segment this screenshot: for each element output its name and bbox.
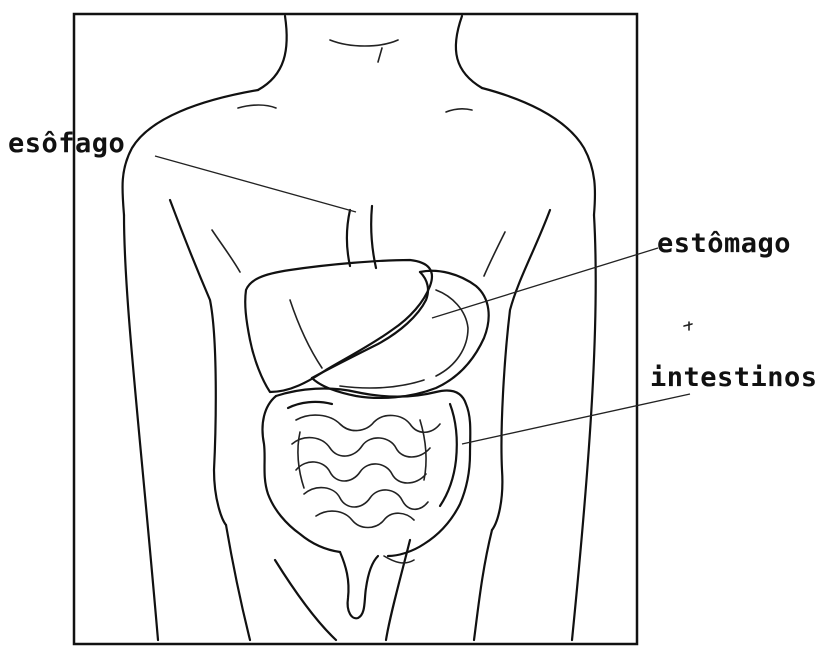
- label-intestines: intestinos: [650, 362, 818, 393]
- leader-line-intestines: [462, 394, 690, 444]
- esophagus-drawing: [347, 206, 376, 268]
- figure-frame: [74, 14, 637, 644]
- label-esophagus: esôfago: [8, 128, 125, 159]
- stomach-drawing: [312, 271, 489, 398]
- stray-mark: [684, 322, 692, 330]
- leader-line-stomach: [432, 248, 658, 318]
- label-stomach: estômago: [657, 228, 791, 259]
- intestines-drawing: [263, 389, 471, 619]
- body-outline: [122, 16, 595, 640]
- leader-line-esophagus: [155, 156, 356, 212]
